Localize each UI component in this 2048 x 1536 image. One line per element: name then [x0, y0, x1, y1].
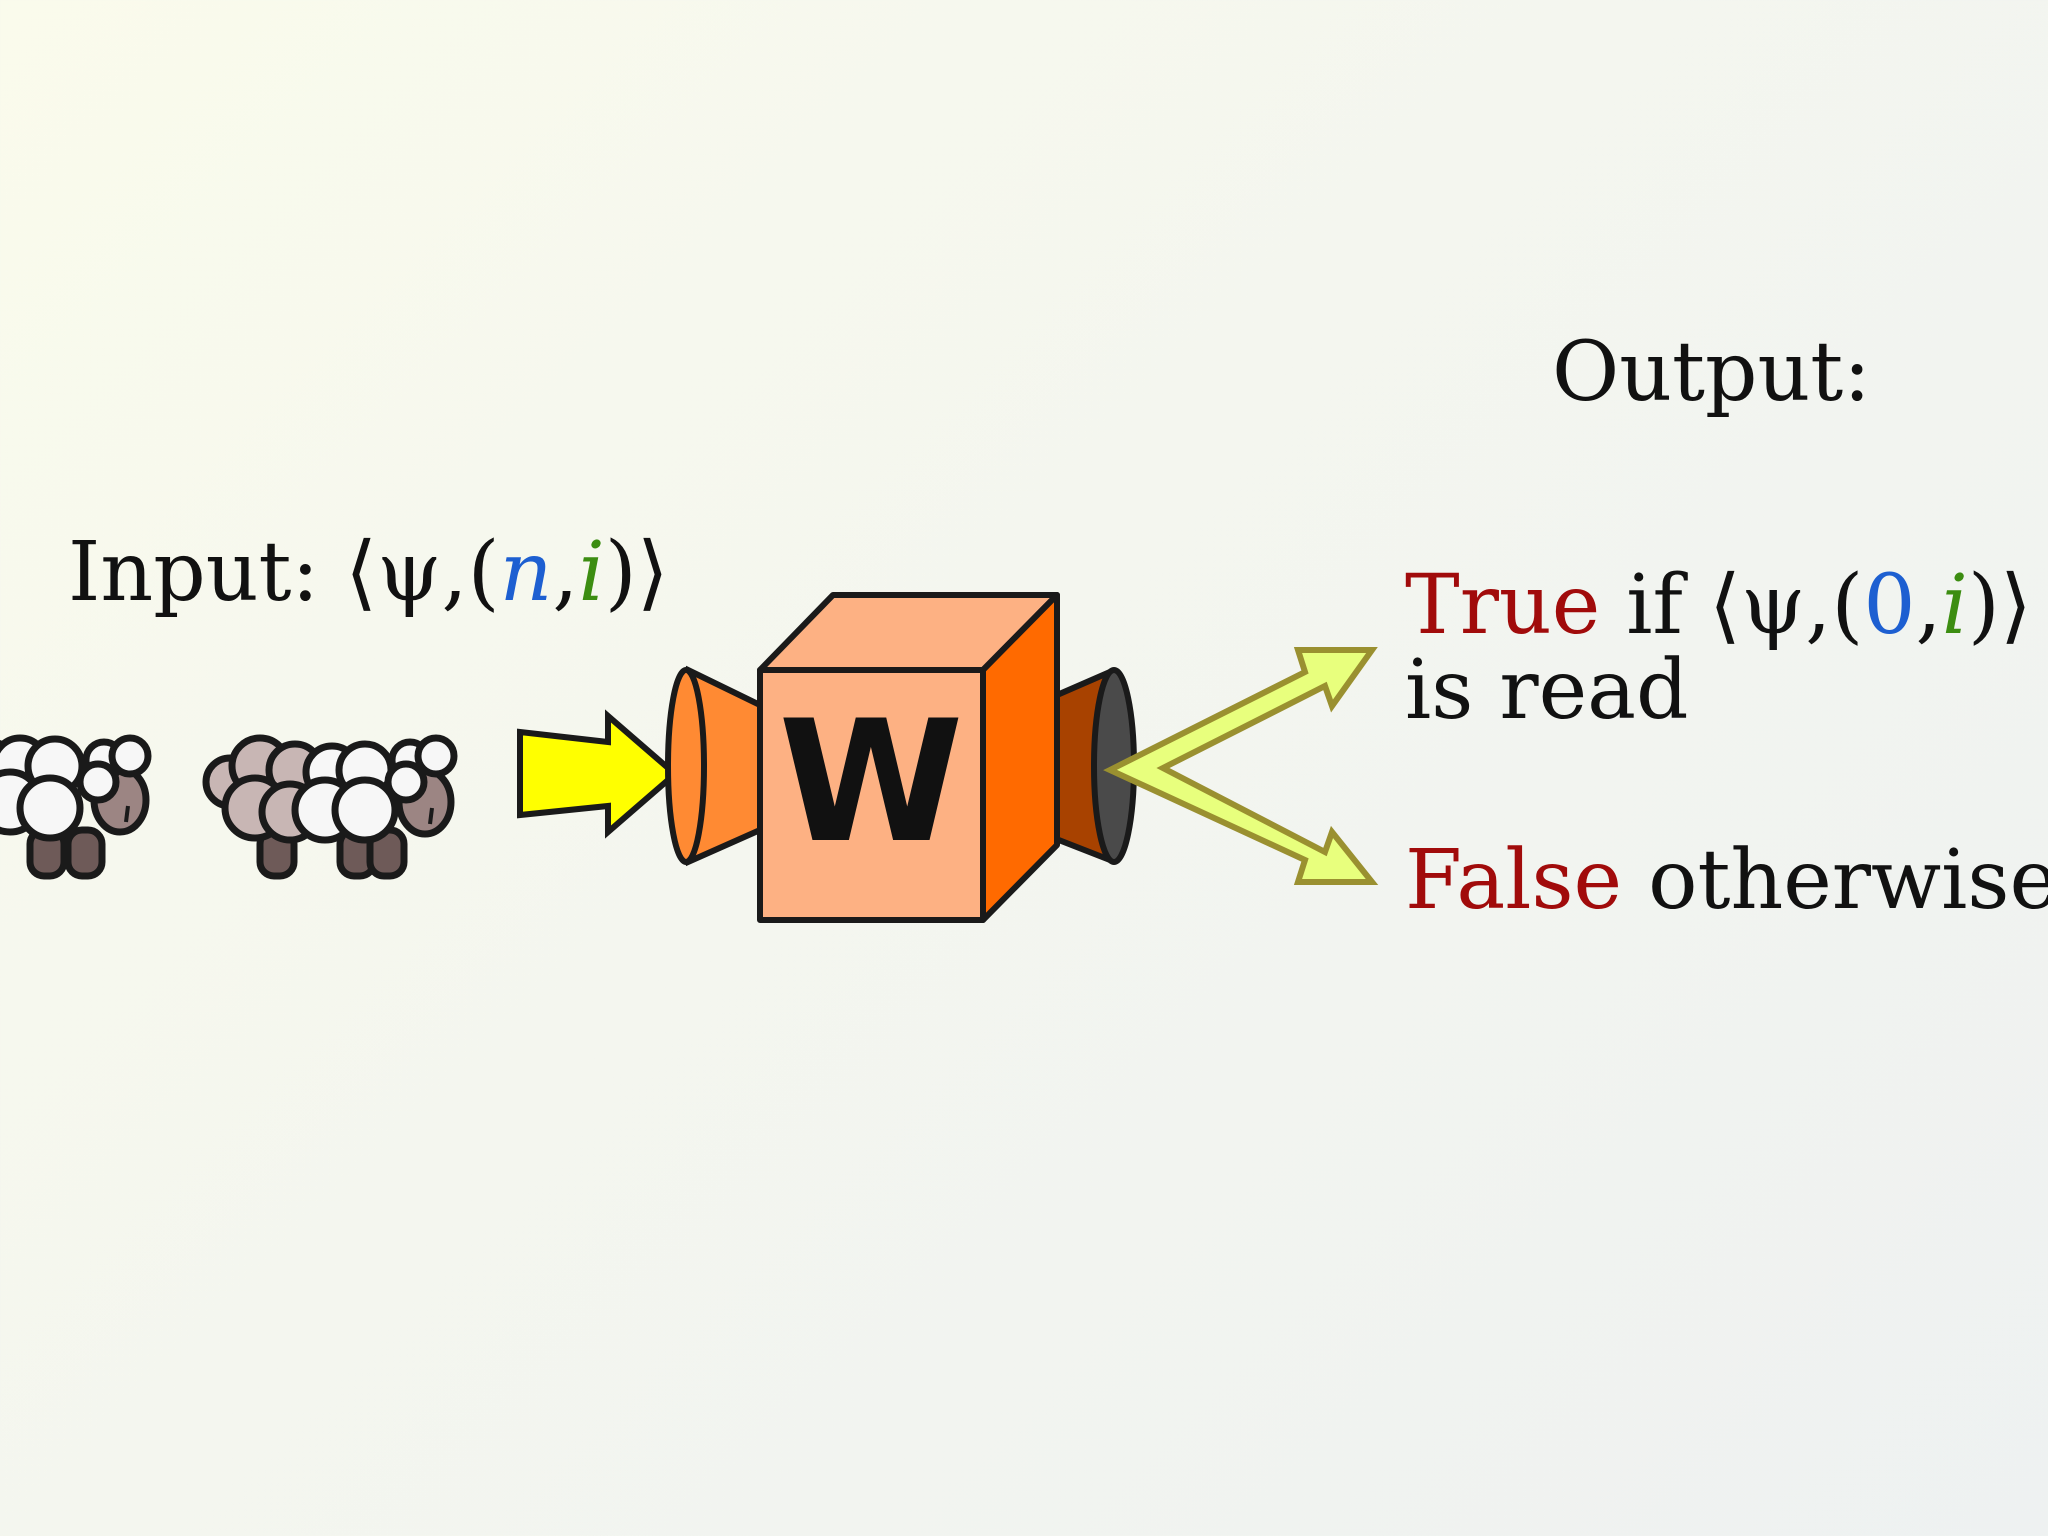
n-variable: n — [499, 525, 553, 620]
i-variable: i — [578, 525, 605, 620]
psi-symbol: ψ — [377, 525, 442, 620]
input-arrow — [517, 709, 680, 839]
machine-label: W — [778, 684, 963, 880]
false-line: False otherwise — [1405, 840, 2048, 922]
otherwise-word: otherwise — [1622, 833, 2048, 928]
input-word: Input: — [68, 525, 320, 620]
false-word: False — [1405, 833, 1623, 928]
machine-cube: W — [757, 592, 1060, 923]
if-word: if — [1600, 558, 1709, 653]
input-funnel — [665, 665, 763, 867]
paren-open: ( — [467, 525, 500, 620]
paren-open: ( — [1831, 558, 1864, 653]
comma: , — [441, 525, 468, 620]
output-arrows — [1103, 647, 1379, 885]
paren-close: ) — [604, 525, 637, 620]
psi-symbol: ψ — [1740, 558, 1806, 653]
comma: , — [1805, 558, 1832, 653]
output-title: Output: — [1552, 325, 1871, 420]
is-read-line: is read — [1405, 643, 1689, 738]
paren-close: ) — [1967, 558, 2000, 653]
angle-close: ⟩ — [1999, 558, 2032, 653]
input-label: Input: ⟨ψ,(n,i)⟩ — [68, 532, 669, 614]
angle-open: ⟨ — [345, 525, 378, 620]
true-line: True if ⟨ψ,(0,i)⟩ — [1405, 565, 2032, 647]
comma: , — [552, 525, 579, 620]
true-word: True — [1405, 558, 1601, 653]
angle-close: ⟩ — [636, 525, 669, 620]
sheep-icon — [0, 734, 152, 880]
cube-front — [757, 667, 986, 923]
zero-value: 0 — [1863, 558, 1916, 653]
sheep-icon — [202, 734, 458, 880]
angle-open: ⟨ — [1708, 558, 1741, 653]
comma: , — [1915, 558, 1942, 653]
i-variable: i — [1941, 558, 1968, 653]
